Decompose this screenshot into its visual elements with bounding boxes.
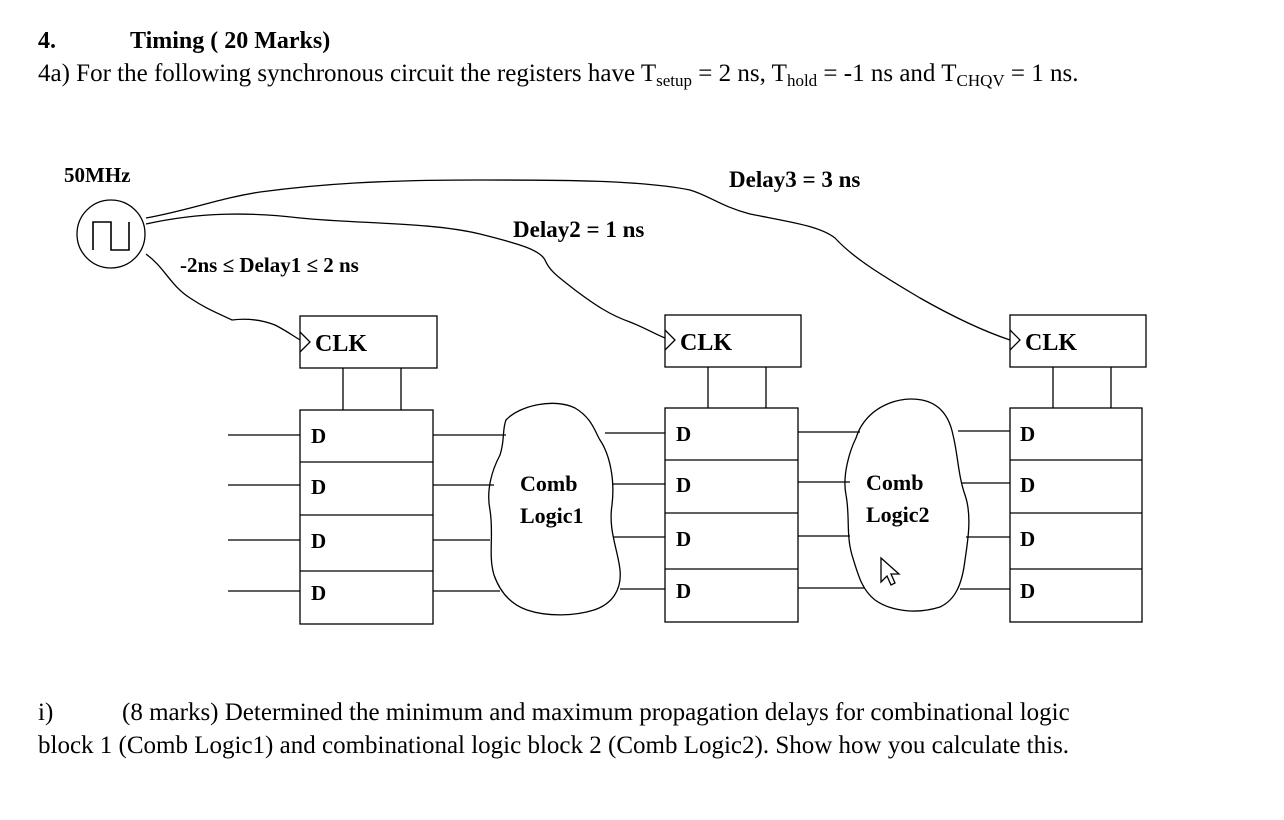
delay2-label: Delay2 = 1 ns	[513, 217, 644, 242]
reg1-d-label: D	[311, 529, 326, 553]
reg3-clk-label: CLK	[1025, 330, 1077, 356]
mouse-cursor-icon	[880, 556, 901, 586]
comb-logic1-shape	[488, 402, 621, 616]
intro-prefix: 4a) For the following synchronous circui…	[38, 60, 657, 87]
hold-subscript: hold	[786, 71, 818, 90]
reg3-d-label: D	[1020, 473, 1035, 497]
delay3-label: Delay3 = 3 ns	[729, 167, 860, 192]
question-title: Timing ( 20 Marks)	[130, 28, 331, 54]
reg2-clk-label: CLK	[680, 330, 732, 356]
part-i-line1: i) (8 marks) Determined the minimum and m…	[38, 696, 1070, 729]
delay2-wire	[145, 213, 666, 339]
delay3-wire	[145, 179, 1011, 341]
part-i-question: i) (8 marks) Determined the minimum and m…	[38, 696, 1070, 762]
reg2-d-label: D	[676, 473, 691, 497]
square-wave-icon	[92, 221, 130, 251]
chqv-subscript: CHQV	[956, 71, 1005, 90]
comb1-label-line1: Comb	[520, 471, 577, 496]
part-i-text1: (8 marks) Determined the minimum and max…	[122, 699, 1070, 726]
reg3-d-label: D	[1020, 527, 1035, 551]
reg3-d-label: D	[1020, 422, 1035, 446]
reg3-d-label: D	[1020, 579, 1035, 603]
delay1-wire	[145, 253, 301, 341]
chqv-value: = 1 ns.	[1004, 60, 1079, 87]
comb2-label-line1: Comb	[866, 470, 923, 495]
reg2-d-label: D	[676, 527, 691, 551]
question-number: 4.	[38, 28, 56, 54]
reg1-d-label: D	[311, 424, 326, 448]
clock-frequency-label: 50MHz	[64, 163, 130, 187]
comb1-label-line2: Logic1	[520, 503, 584, 528]
comb-logic2-shape	[844, 398, 970, 612]
setup-value: = 2 ns, T	[692, 60, 787, 87]
question-intro: 4a) For the following synchronous circui…	[38, 60, 1079, 90]
setup-subscript: setup	[656, 71, 693, 90]
reg1-d-label: D	[311, 581, 326, 605]
comb2-label-line2: Logic2	[866, 502, 930, 527]
reg1-clk-label: CLK	[315, 331, 367, 357]
question-heading: 4. Timing ( 20 Marks)	[38, 28, 330, 55]
hold-value: = -1 ns and T	[817, 60, 957, 87]
reg2-d-label: D	[676, 579, 691, 603]
reg1-d-label: D	[311, 475, 326, 499]
part-i-line2: block 1 (Comb Logic1) and combinational …	[38, 732, 1070, 759]
reg2-d-label: D	[676, 422, 691, 446]
clock-source-circle	[76, 199, 146, 269]
part-i-number: i)	[38, 699, 54, 726]
delay1-label: -2ns ≤ Delay1 ≤ 2 ns	[180, 253, 359, 277]
